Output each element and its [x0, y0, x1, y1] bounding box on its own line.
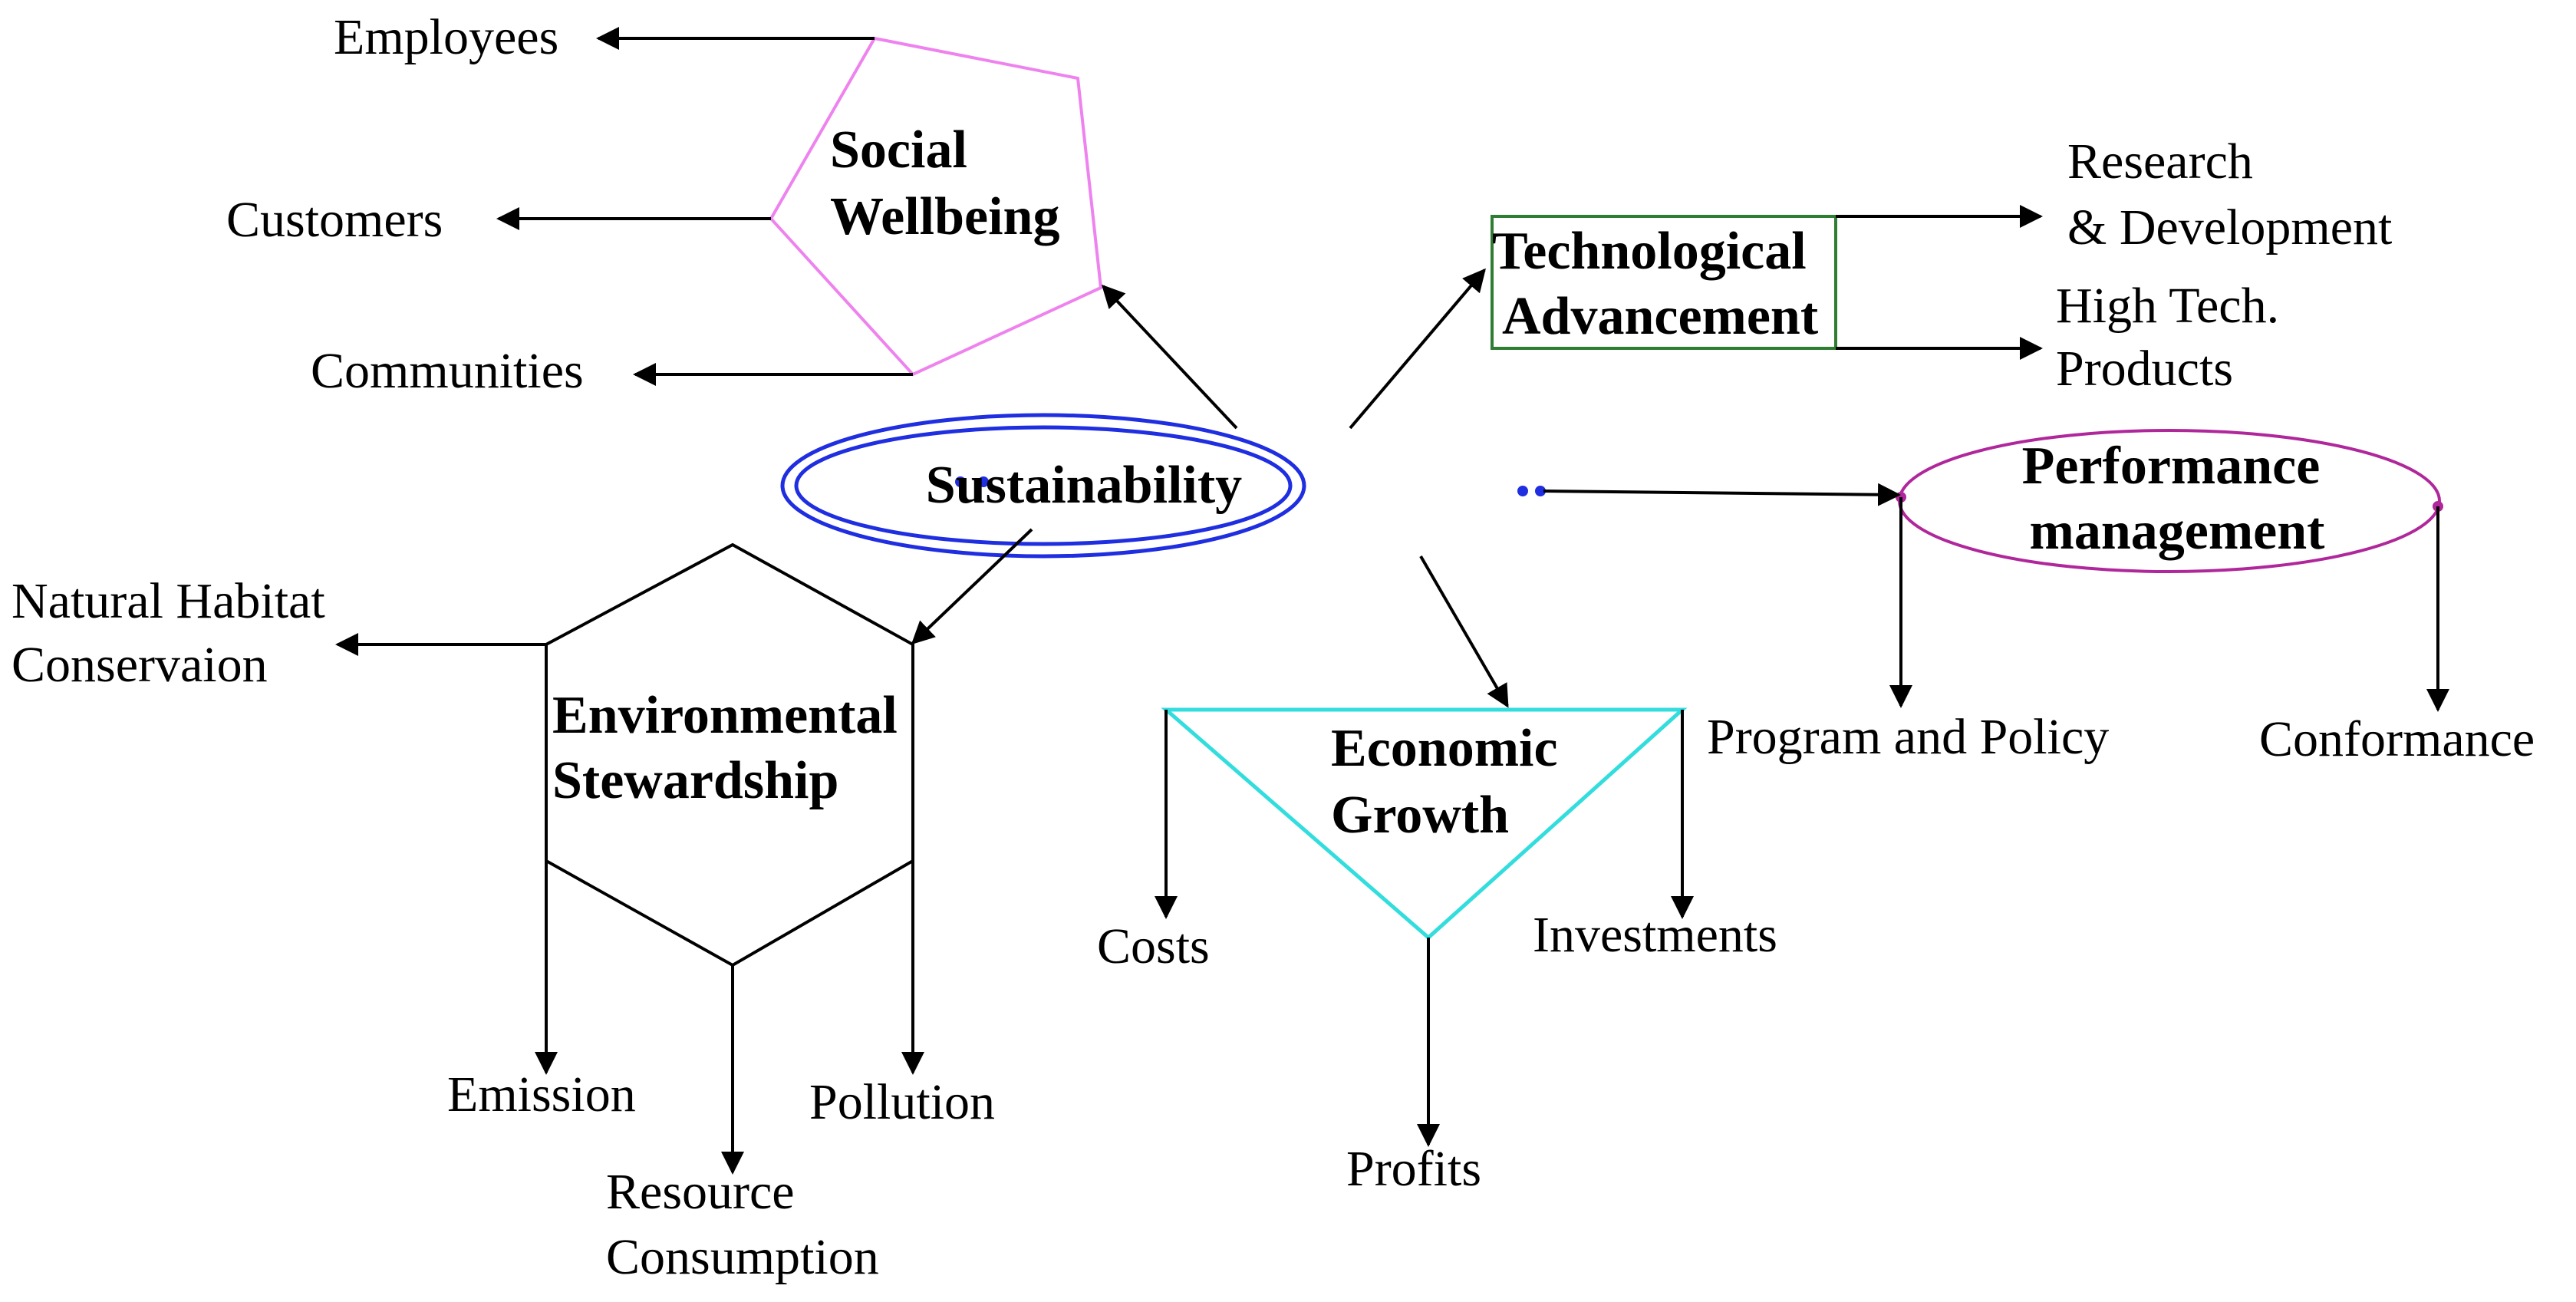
profits-label: Profits [1346, 1141, 1481, 1197]
investments-label: Investments [1533, 907, 1777, 963]
employees-label: Employees [334, 9, 558, 65]
sustainability-outer-ellipse [780, 413, 1306, 559]
environmental-stewardship-label-line1: Environmental [552, 686, 898, 745]
technological-advancement-label-line2: Advancement [1502, 287, 1818, 346]
social-wellbeing-label-line1: Social [830, 120, 967, 180]
environmental-stewardship-label-line2: Stewardship [552, 751, 838, 810]
research-development-label-line2: & Development [2067, 199, 2392, 255]
economic-growth-label-line2: Growth [1331, 786, 1509, 845]
sustainability-left-dot [955, 476, 966, 487]
sustainability-inner-ellipse [794, 425, 1293, 546]
conformance-label: Conformance [2259, 711, 2535, 767]
social-wellbeing-pentagon [769, 36, 1103, 377]
performance-management-label-line2: management [2030, 502, 2325, 561]
communities-label: Communities [311, 343, 584, 399]
customers-label: Customers [226, 192, 443, 248]
resource-consumption-label-line1: Resource [606, 1164, 795, 1220]
sustainability-right-dot [1517, 486, 1528, 496]
technological-advancement-label-line1: Technological [1492, 222, 1807, 281]
sustainability-label: Sustainability [926, 456, 1242, 515]
research-development-label-line1: Research [2067, 133, 2253, 190]
natural-habitat-label-line1: Natural Habitat [12, 573, 325, 629]
technological-advancement-box [1491, 215, 1837, 350]
high-tech-products-label-line2: Products [2056, 341, 2233, 397]
pollution-label: Pollution [809, 1074, 995, 1130]
natural-habitat-label-line2: Conservaion [12, 637, 268, 693]
sustainability-right-dot-2 [1535, 486, 1546, 496]
high-tech-products-label-line1: High Tech. [2056, 278, 2279, 334]
program-policy-label: Program and Policy [1707, 709, 2109, 765]
emission-label: Emission [447, 1066, 636, 1122]
social-wellbeing-label-line2: Wellbeing [830, 187, 1059, 246]
performance-management-label-line1: Performance [2022, 437, 2321, 496]
connector-edges [335, 27, 2449, 1175]
economic-growth-triangle [1161, 707, 1688, 941]
resource-consumption-label-line2: Consumption [606, 1229, 879, 1285]
economic-growth-label-line1: Economic [1331, 719, 1558, 778]
sustainability-left-dot-2 [978, 476, 989, 487]
costs-label: Costs [1097, 918, 1210, 974]
